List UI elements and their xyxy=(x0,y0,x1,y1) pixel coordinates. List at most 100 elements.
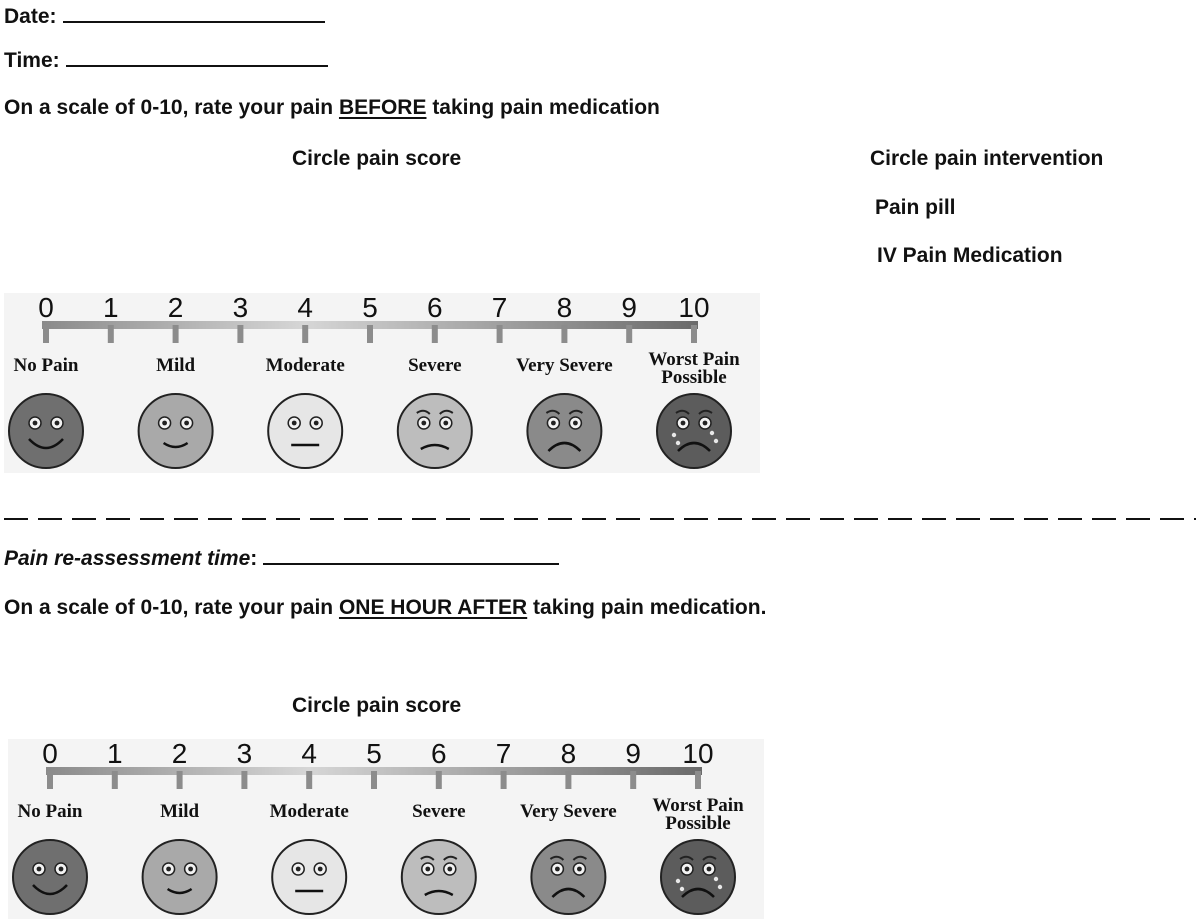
scale-before-number-1[interactable]: 1 xyxy=(103,292,119,323)
scale-before-tick-9 xyxy=(626,325,633,343)
scale-before-slight-smile-face-icon[interactable]: Mild xyxy=(137,355,214,469)
time-blank[interactable] xyxy=(65,51,328,67)
reassess-label: Pain re-assessment time xyxy=(4,547,251,570)
scale-before-number-2[interactable]: 2 xyxy=(168,292,184,323)
scale-after-tick-10 xyxy=(695,771,701,789)
scale-before-pupil xyxy=(313,420,319,426)
scale-before-tick-6 xyxy=(431,325,438,343)
scale-after-brow xyxy=(420,855,435,861)
scale-after-tick-9 xyxy=(630,771,637,789)
scale-after-tick-1 xyxy=(111,771,118,789)
scale-after-face-label: Severe xyxy=(412,801,465,822)
scale-after-brow xyxy=(572,855,587,861)
scale-after-pupil xyxy=(166,866,172,872)
scale-after-number-7[interactable]: 7 xyxy=(496,738,512,769)
scale-after-tick-3 xyxy=(241,771,248,789)
scale-after-number-1[interactable]: 1 xyxy=(107,738,123,769)
scale-after-number-4[interactable]: 4 xyxy=(301,738,317,769)
scale-before-number-10[interactable]: 10 xyxy=(678,292,709,323)
reassess-field: Pain re-assessment time: xyxy=(4,547,560,570)
scale-after-pupil xyxy=(684,866,690,872)
scale-after-tear xyxy=(717,884,723,890)
scale-before-face-circle xyxy=(137,393,214,469)
scale-after-pupil xyxy=(36,866,42,872)
scale-before-mouth xyxy=(420,443,450,451)
scale-after-neutral-face-icon[interactable]: Moderate xyxy=(270,801,349,915)
circle-pain-score-label-2: Circle pain score xyxy=(292,694,462,717)
scale-after-number-0[interactable]: 0 xyxy=(42,738,58,769)
scale-after-tear xyxy=(679,886,685,892)
scale-before-face-circle xyxy=(526,393,603,469)
scale-before-brow xyxy=(545,409,561,415)
after-emphasis: ONE HOUR AFTER xyxy=(338,596,528,619)
scale-before-number-7[interactable]: 7 xyxy=(492,292,508,323)
scale-before-number-8[interactable]: 8 xyxy=(557,292,573,323)
scale-before-number-6[interactable]: 6 xyxy=(427,292,443,323)
scale-before-tear xyxy=(713,438,719,444)
scale-before-mouth xyxy=(547,441,582,452)
scale-after-smiling-face-icon[interactable]: No Pain xyxy=(12,801,88,915)
after-instruction: On a scale of 0-10, rate your pain ONE H… xyxy=(4,597,766,618)
date-blank[interactable] xyxy=(62,7,325,23)
scale-before-neutral-face-icon[interactable]: Moderate xyxy=(266,355,345,469)
scale-after-pupil xyxy=(58,866,64,872)
scale-before-pupil xyxy=(32,420,38,426)
scale-before-number-0[interactable]: 0 xyxy=(38,292,54,323)
scale-before-tick-5 xyxy=(367,325,373,343)
scale-after-number-5[interactable]: 5 xyxy=(366,738,382,769)
scale-before-brow xyxy=(675,409,690,415)
scale-before-number-9[interactable]: 9 xyxy=(621,292,637,323)
intervention-heading: Circle pain intervention xyxy=(870,147,1104,170)
scale-after-mouth xyxy=(32,884,68,896)
scale-after-tick-2 xyxy=(176,771,183,789)
scale-after-number-9[interactable]: 9 xyxy=(625,738,641,769)
scale-before-face-circle xyxy=(8,393,84,469)
scale-after-pupil xyxy=(577,866,582,872)
scale-after-tick-6 xyxy=(435,771,442,789)
intervention-pain-pill[interactable]: Pain pill xyxy=(875,196,956,219)
scale-after-face-label: Mild xyxy=(160,801,199,822)
scale-after-tick-8 xyxy=(565,771,572,789)
before-instruction: On a scale of 0-10, rate your pain BEFOR… xyxy=(4,97,660,118)
scale-after-brow xyxy=(549,855,565,861)
scale-after-pupil xyxy=(706,866,712,872)
scale-before-pupil xyxy=(184,420,190,426)
scale-before-number-5[interactable]: 5 xyxy=(362,292,378,323)
scale-after-number-8[interactable]: 8 xyxy=(561,738,577,769)
scale-after-number-10[interactable]: 10 xyxy=(682,738,713,769)
scale-before-tick-7 xyxy=(496,325,503,343)
scale-before-tick-8 xyxy=(561,325,568,343)
scale-after-number-2[interactable]: 2 xyxy=(172,738,188,769)
scale-after-tear xyxy=(675,878,681,884)
scale-before-number-4[interactable]: 4 xyxy=(297,292,313,323)
scale-before-face-label: No Pain xyxy=(14,355,79,376)
scale-before-sad-face-icon[interactable]: Very Severe xyxy=(516,355,613,469)
reassess-blank[interactable] xyxy=(263,549,560,565)
scale-before-number-3[interactable]: 3 xyxy=(233,292,249,323)
scale-after-tick-4 xyxy=(306,771,313,789)
scale-before-pupil xyxy=(162,420,168,426)
scale-before-pupil xyxy=(421,420,427,426)
scale-before-pupil xyxy=(291,420,297,426)
scale-after-mouth xyxy=(551,887,586,898)
scale-after-mouth xyxy=(166,887,193,895)
scale-after-slight-smile-face-icon[interactable]: Mild xyxy=(141,801,218,915)
scale-after-face-label: Worst Pain xyxy=(652,795,744,816)
scale-after-frowning-face-icon[interactable]: Severe xyxy=(400,801,477,915)
scale-after-number-3[interactable]: 3 xyxy=(237,738,253,769)
scale-after-pupil xyxy=(188,866,194,872)
before-emphasis: BEFORE xyxy=(338,96,427,119)
time-field: Time: xyxy=(4,50,328,71)
scale-before-face-label-line2: Possible xyxy=(661,367,726,388)
scale-after-sad-face-icon[interactable]: Very Severe xyxy=(520,801,617,915)
scale-after-tick-7 xyxy=(500,771,507,789)
scale-before-tick-4 xyxy=(302,325,309,343)
scale-before-frowning-face-icon[interactable]: Severe xyxy=(396,355,473,469)
scale-before-smiling-face-icon[interactable]: No Pain xyxy=(8,355,84,469)
intervention-iv-medication[interactable]: IV Pain Medication xyxy=(877,244,1063,267)
scale-after-number-6[interactable]: 6 xyxy=(431,738,447,769)
scale-before-tick-10 xyxy=(691,325,697,343)
after-instruction-suffix: taking pain medication. xyxy=(527,596,767,619)
